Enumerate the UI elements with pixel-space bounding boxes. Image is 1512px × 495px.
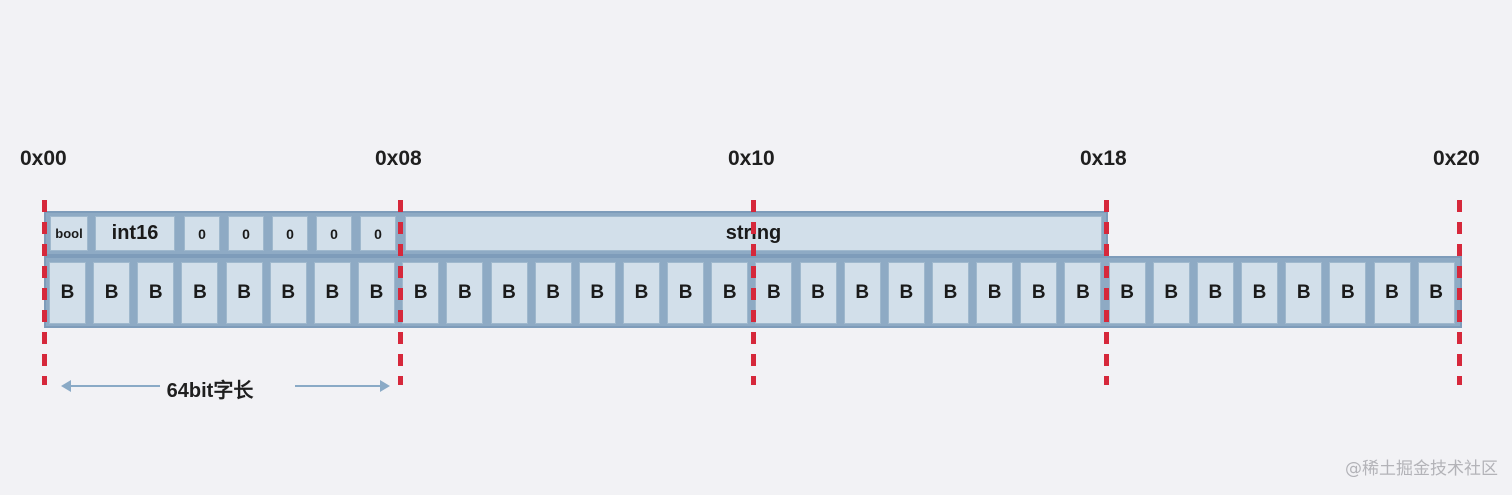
field-row: bool int16 0 0 0 0 0 string: [44, 211, 1108, 256]
byte-cell: B: [181, 262, 219, 324]
boundary-line-0x00: [42, 200, 47, 385]
byte-cell: B: [976, 262, 1014, 324]
byte-cell: B: [1417, 262, 1455, 324]
byte-cell: B: [1064, 262, 1102, 324]
field-padding: 0: [228, 216, 264, 251]
byte-cell: B: [799, 262, 837, 324]
field-int16: int16: [95, 216, 175, 251]
byte-cell: B: [358, 262, 396, 324]
byte-cell: B: [932, 262, 969, 324]
byte-cell: B: [887, 262, 925, 324]
boundary-line-0x10: [751, 200, 756, 385]
byte-cell: B: [622, 262, 660, 324]
boundary-line-0x20: [1457, 200, 1462, 385]
address-label-0x08: 0x08: [375, 147, 422, 170]
byte-cell: B: [534, 262, 572, 324]
address-label-0x18: 0x18: [1080, 147, 1127, 170]
byte-cell: B: [843, 262, 881, 324]
byte-cell: B: [313, 262, 351, 324]
byte-cell: B: [269, 262, 307, 324]
byte-cell: B: [1196, 262, 1234, 324]
address-label-0x00: 0x00: [20, 147, 67, 170]
field-bool: bool: [50, 216, 88, 251]
byte-cell: B: [755, 262, 793, 324]
byte-cell: B: [1285, 262, 1323, 324]
field-padding: 0: [184, 216, 220, 251]
field-padding: 0: [272, 216, 308, 251]
watermark: @稀土掘金技术社区: [1345, 459, 1498, 479]
boundary-line-0x18: [1104, 200, 1109, 385]
right-arrow-icon: [295, 380, 390, 392]
byte-cell: B: [225, 262, 263, 324]
byte-cell: B: [49, 262, 86, 324]
byte-cell: B: [490, 262, 528, 324]
address-label-0x10: 0x10: [728, 147, 775, 170]
byte-cell: B: [1108, 262, 1146, 324]
byte-cell: B: [578, 262, 616, 324]
byte-cell: B: [137, 262, 175, 324]
address-label-0x20: 0x20: [1433, 147, 1480, 170]
byte-cell: B: [1020, 262, 1058, 324]
byte-cell: B: [93, 262, 131, 324]
boundary-line-0x08: [398, 200, 403, 385]
field-padding: 0: [360, 216, 396, 251]
byte-cell: B: [446, 262, 484, 324]
byte-cell: B: [1152, 262, 1190, 324]
field-padding: 0: [316, 216, 352, 251]
byte-cell: B: [1373, 262, 1411, 324]
byte-cell: B: [711, 262, 749, 324]
word-size-label: 64bit字长: [166, 380, 254, 402]
byte-cell: B: [1329, 262, 1367, 324]
byte-cell: B: [1241, 262, 1279, 324]
byte-cell: B: [402, 262, 440, 324]
left-arrow-icon: [61, 380, 160, 392]
byte-cell: B: [667, 262, 705, 324]
